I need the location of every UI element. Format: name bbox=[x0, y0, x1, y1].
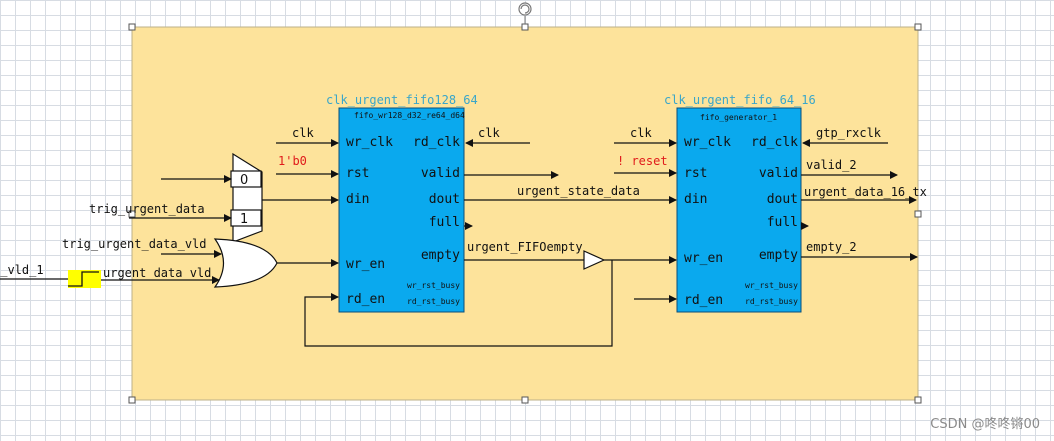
fifo2-port-rd-rst-busy: rd_rst_busy bbox=[745, 297, 798, 306]
signal-empty2: empty_2 bbox=[806, 240, 857, 254]
signal-data16: urgent_data_16_tx bbox=[804, 185, 927, 199]
fifo1-port-rd-clk: rd_clk bbox=[413, 135, 460, 150]
fifo1-port-empty: empty bbox=[421, 248, 460, 263]
fifo2-block[interactable] bbox=[676, 107, 802, 313]
signal-clk-rd1: clk bbox=[478, 126, 500, 140]
selection-handles[interactable] bbox=[128, 23, 922, 404]
fifo1-block[interactable] bbox=[338, 107, 465, 313]
signal-trig-vld: trig_urgent_data_vld bbox=[62, 237, 207, 251]
fifo1-port-rd-rst-busy: rd_rst_busy bbox=[407, 297, 460, 306]
signal-fifo-empty: urgent_FIFOempty bbox=[467, 240, 583, 254]
fifo2-title: clk_urgent_fifo_64_16 bbox=[664, 93, 816, 107]
fifo1-port-dout: dout bbox=[429, 192, 460, 207]
fifo2-port-empty: empty bbox=[759, 248, 798, 263]
or-gate[interactable] bbox=[213, 238, 278, 288]
fifo1-subtitle: fifo_wr128_d32_re64_d64 bbox=[354, 111, 465, 120]
fifo2-port-rst: rst bbox=[684, 166, 707, 181]
signal-vld-in: a_vld_1 bbox=[0, 263, 44, 277]
fifo1-port-rd-en: rd_en bbox=[346, 292, 385, 307]
signal-clk2: clk bbox=[630, 126, 652, 140]
pulse-symbol bbox=[68, 271, 99, 287]
signal-urgent-vld: urgent_data_vld bbox=[103, 266, 211, 280]
mux-input-0: 0 bbox=[240, 173, 248, 188]
fifo1-port-wr-clk: wr_clk bbox=[346, 135, 393, 150]
fifo1-port-wr-rst-busy: wr_rst_busy bbox=[407, 281, 460, 290]
fifo1-port-full: full bbox=[429, 215, 460, 230]
fifo2-port-rd-clk: rd_clk bbox=[751, 135, 798, 150]
fifo1-port-wr-en: wr_en bbox=[346, 257, 385, 272]
fifo1-title: clk_urgent_fifo128_64 bbox=[326, 93, 478, 107]
signal-rst1: 1'b0 bbox=[278, 154, 307, 168]
signal-clk1: clk bbox=[292, 126, 314, 140]
fifo2-port-din: din bbox=[684, 192, 707, 207]
fifo2-port-valid: valid bbox=[759, 166, 798, 181]
signal-valid2: valid_2 bbox=[806, 158, 857, 172]
fifo1-port-din: din bbox=[346, 192, 369, 207]
fifo2-port-wr-rst-busy: wr_rst_busy bbox=[745, 281, 798, 290]
fifo2-port-rd-en: rd_en bbox=[684, 293, 723, 308]
fifo1-port-rst: rst bbox=[346, 166, 369, 181]
fifo1-port-valid: valid bbox=[421, 166, 460, 181]
signal-reset2: ! reset bbox=[617, 154, 668, 168]
rotate-icon[interactable] bbox=[518, 2, 532, 16]
signal-trig-data: trig_urgent_data bbox=[89, 202, 205, 216]
watermark: CSDN @咚咚锵00 bbox=[930, 416, 1040, 432]
fifo2-port-full: full bbox=[767, 215, 798, 230]
fifo2-port-wr-en: wr_en bbox=[684, 251, 723, 266]
mux-input-1: 1 bbox=[240, 212, 248, 227]
fifo2-subtitle: fifo_generator_1 bbox=[700, 113, 777, 122]
fifo2-port-wr-clk: wr_clk bbox=[684, 135, 731, 150]
fifo2-port-dout: dout bbox=[767, 192, 798, 207]
signal-state-data: urgent_state_data bbox=[517, 184, 640, 198]
wire-feedback-rd-en1 bbox=[304, 260, 613, 347]
highlight-box bbox=[68, 270, 101, 288]
signal-gtp-clk: gtp_rxclk bbox=[816, 126, 882, 140]
